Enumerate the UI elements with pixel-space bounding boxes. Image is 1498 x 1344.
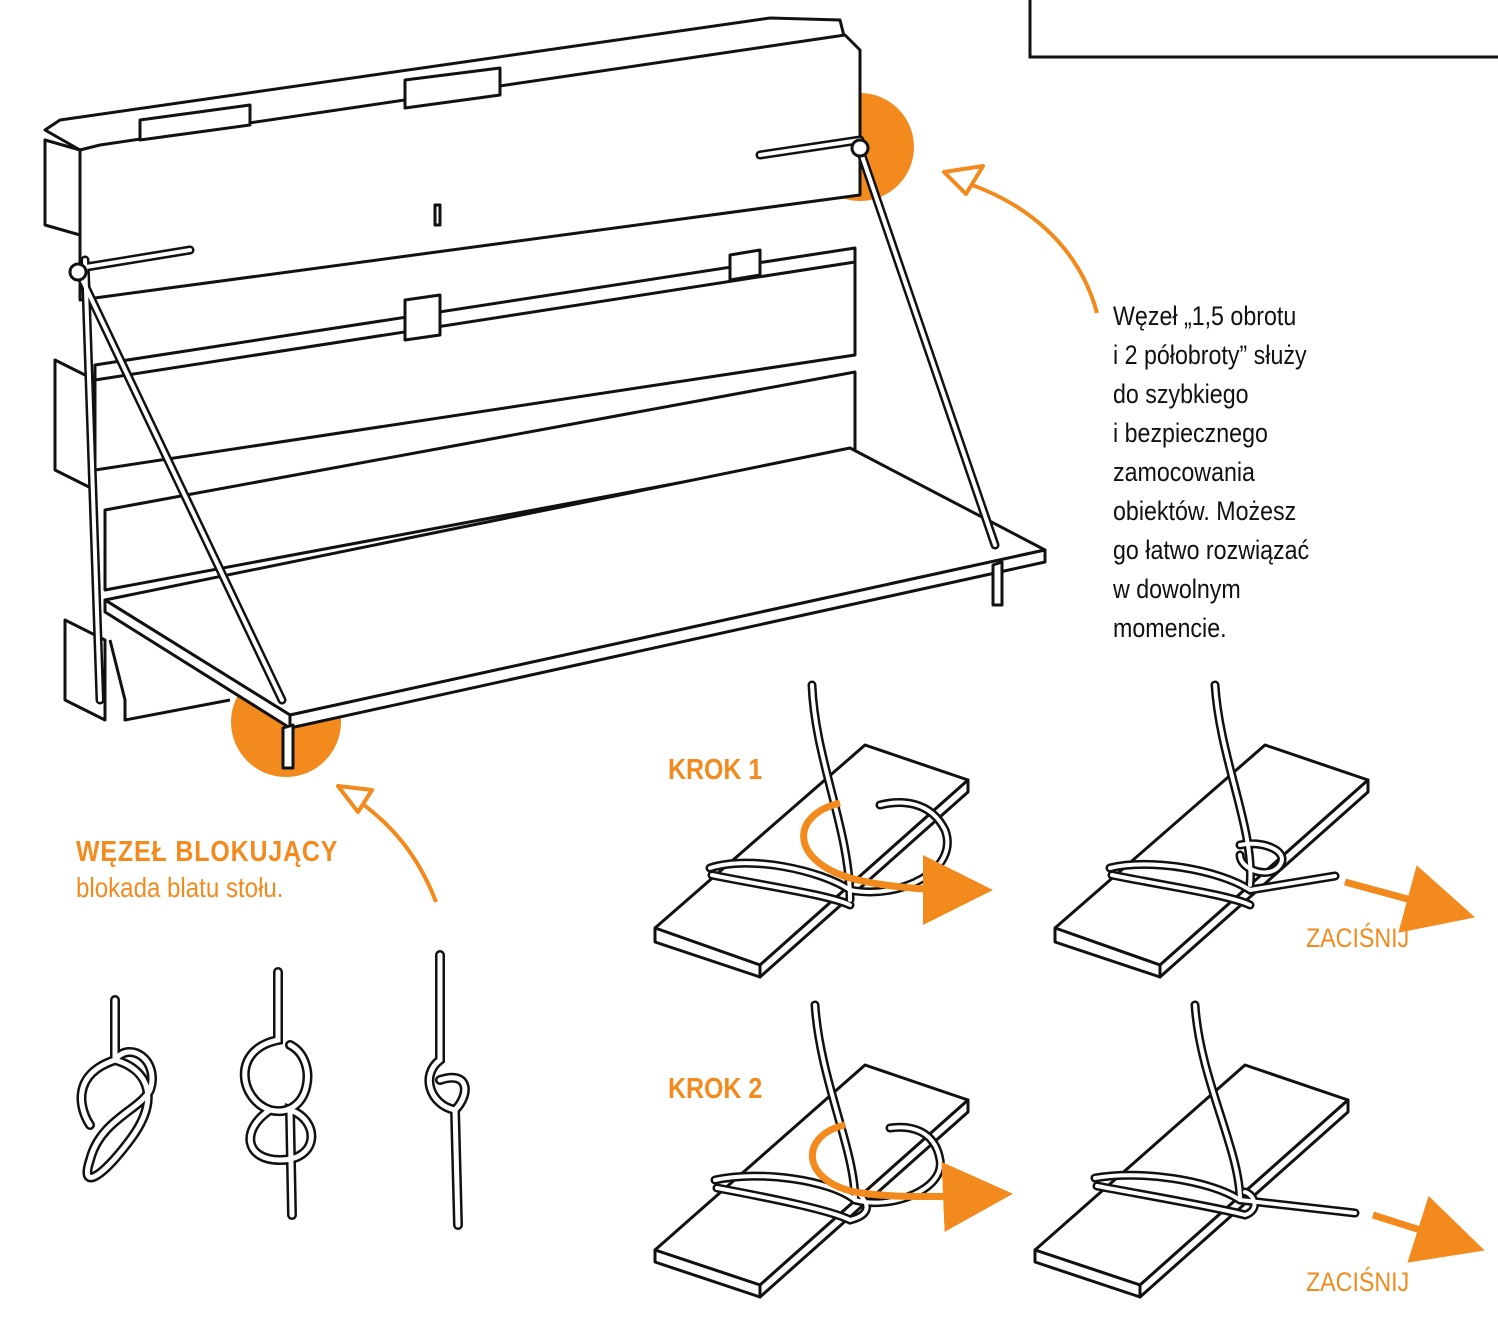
- step-2-tighten-label: ZACIŚNIJ: [1306, 1267, 1410, 1297]
- pointer-arrow-top: [949, 176, 1099, 314]
- blocking-knot-subtitle: blokada blatu stołu.: [76, 872, 284, 903]
- info-box-frame: [1028, 0, 1498, 59]
- step-1-label: KROK 1: [668, 754, 763, 786]
- knot-description: Węzeł „1,5 obrotu i 2 półobroty” służy d…: [1113, 301, 1310, 643]
- pallet-table-illustration: [43, 16, 1047, 770]
- step-2-label: KROK 2: [668, 1073, 763, 1105]
- step-2-motion-arrow: [808, 1121, 1013, 1232]
- step-1-motion-arrow: [800, 799, 993, 925]
- figure-eight-knot-stages: [76, 950, 470, 1230]
- step-1-tighten-arrow: [1344, 865, 1476, 933]
- step-1-tighten-label: ZACIŚNIJ: [1306, 923, 1410, 953]
- pointer-arrow-bottom: [348, 793, 438, 903]
- blocking-knot-title: WĘZEŁ BLOKUJĄCY: [76, 836, 339, 868]
- step-2-tighten-arrow: [1371, 1195, 1485, 1263]
- pallet-knot-marks: [68, 138, 870, 282]
